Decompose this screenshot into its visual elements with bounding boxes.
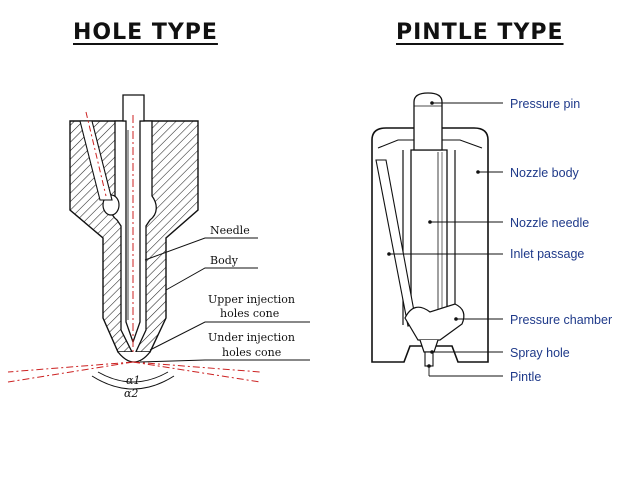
pintle-pressure-chamber (404, 303, 465, 341)
pintle-tip (424, 351, 434, 367)
label-inlet-passage: Inlet passage (510, 247, 584, 261)
hole-type-diagram: α1 α2 Needle Body Upper injection holes … (7, 94, 310, 400)
spray-line-right-upper (132, 361, 261, 383)
label-upper-cone-line1: Upper injection (208, 293, 295, 306)
label-alpha1: α1 (126, 374, 140, 387)
pintle-type-diagram: Pressure pin Nozzle body Nozzle needle I… (371, 92, 612, 384)
hole-type-title: HOLE TYPE (73, 20, 218, 45)
label-pressure-pin: Pressure pin (510, 97, 580, 111)
label-body: Body (210, 254, 239, 267)
label-pintle: Pintle (510, 370, 541, 384)
label-nozzle-needle: Nozzle needle (510, 216, 589, 230)
label-needle: Needle (210, 224, 250, 237)
spray-line-right-lower (132, 361, 261, 373)
label-upper-cone-line2: holes cone (220, 307, 279, 320)
label-alpha2: α2 (124, 387, 138, 400)
leader-upper-cone (149, 321, 310, 351)
angle-arc-alpha1 (97, 371, 169, 383)
pintle-leaders (387, 101, 503, 377)
leader-body (165, 267, 258, 291)
label-pressure-chamber: Pressure chamber (510, 313, 612, 327)
hole-inlet-centerline (85, 111, 107, 197)
label-under-cone-line1: Under injection (208, 331, 295, 344)
leader-needle (144, 237, 258, 261)
pintle-type-title: PINTLE TYPE (396, 20, 564, 45)
label-nozzle-body: Nozzle body (510, 166, 580, 180)
pintle-spray-hole (419, 339, 439, 353)
pintle-pressure-pin (413, 92, 443, 151)
label-under-cone-line2: holes cone (222, 346, 281, 359)
spray-line-left-upper (7, 361, 134, 383)
angle-arc-alpha2 (91, 375, 175, 390)
spray-line-left-lower (7, 361, 134, 373)
label-spray-hole: Spray hole (510, 346, 570, 360)
hole-nozzle-tip (117, 351, 151, 363)
leader-under-cone (139, 359, 310, 363)
